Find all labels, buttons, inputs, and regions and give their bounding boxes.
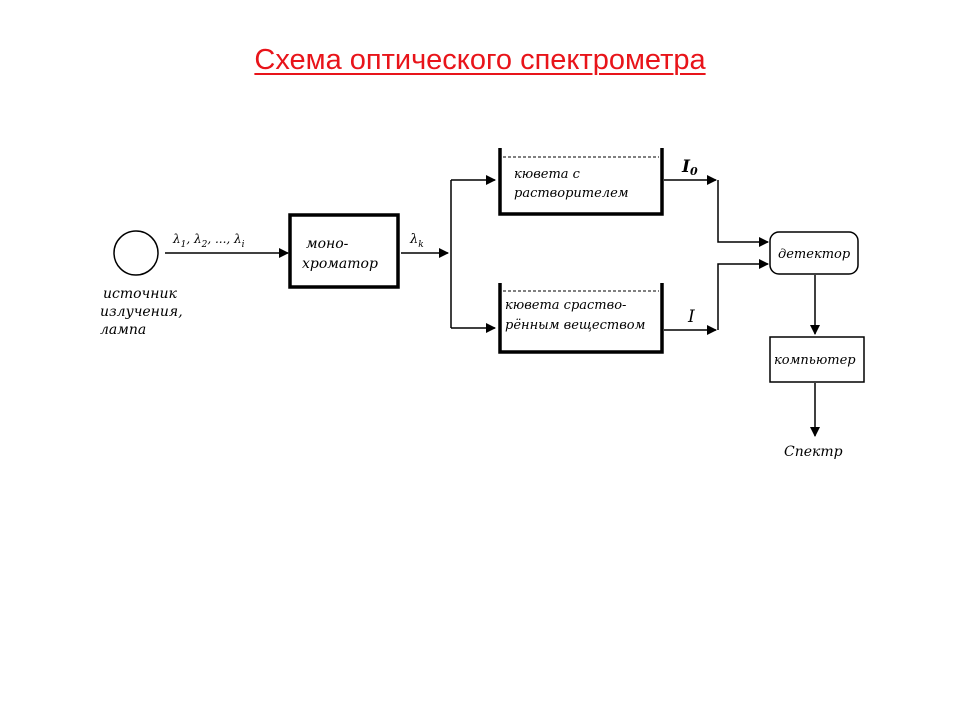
detector-box	[769, 231, 859, 275]
lambda-k-label: λk	[409, 232, 424, 250]
detector-label: детектор	[778, 247, 851, 262]
computer-box	[769, 336, 865, 383]
spectrum-label: Спектр	[784, 444, 843, 460]
i-label: I	[687, 307, 695, 327]
i0-label: I0	[681, 157, 698, 178]
monochromator-label: моно- хроматор	[302, 236, 378, 272]
slide-title: Схема оптического спектрометра	[254, 44, 706, 76]
wavelengths-label: λ1, λ2, ..., λi	[172, 232, 245, 250]
sample-cuvette	[498, 283, 664, 354]
source-label: источник излучения, лампа	[100, 286, 187, 338]
line-i-to-detector	[717, 259, 769, 330]
solvent-cuvette	[498, 148, 664, 216]
radiation-source	[113, 230, 159, 276]
computer-label: компьютер	[774, 353, 856, 368]
sample-cuvette-label: кювета сраство- рённым веществом	[505, 298, 645, 333]
solvent-cuvette-label: кювета с растворителем	[514, 167, 629, 201]
line-i0-to-detector	[717, 180, 769, 247]
monochromator-box	[288, 213, 400, 289]
